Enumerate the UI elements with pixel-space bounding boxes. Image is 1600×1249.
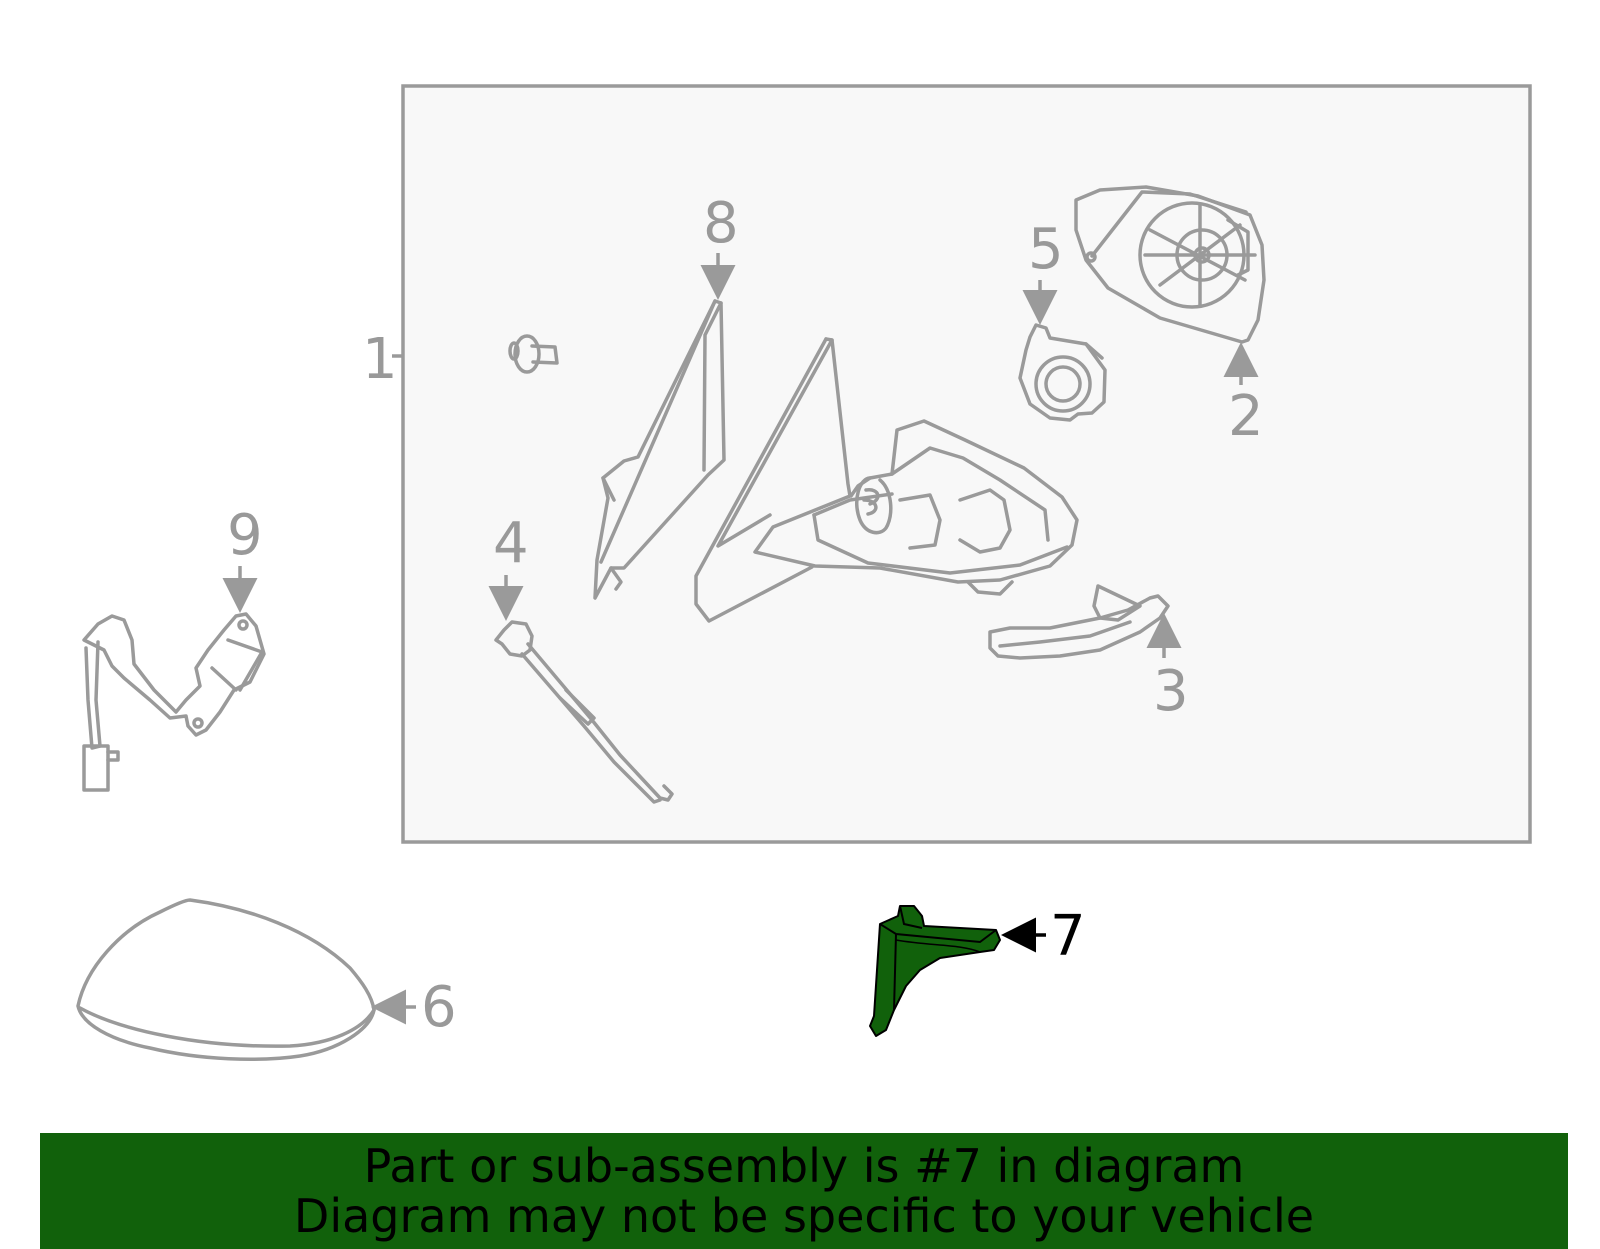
callout-1-label: 1 [362,327,398,392]
callout-3[interactable]: 3 [1146,613,1189,724]
callout-8[interactable]: 8 [700,191,739,300]
part-7-bracket-highlighted[interactable] [869,905,1001,1037]
callout-8-label: 8 [703,191,739,256]
part-2-mirror-glass [1074,185,1266,344]
mirror-housing [694,337,1079,623]
callout-4[interactable]: 4 [488,511,529,621]
callout-2[interactable]: 2 [1223,342,1264,449]
callout-6-label: 6 [421,975,457,1040]
part-5-motor [1018,323,1107,422]
part-9-harness [82,612,266,792]
callout-2-label: 2 [1228,384,1264,449]
part-4-cable [494,620,674,804]
screw-part [508,334,559,374]
callout-4-label: 4 [493,511,529,576]
callout-3-label: 3 [1153,659,1189,724]
callout-9[interactable]: 9 [222,503,263,613]
banner-line-1: Part or sub-assembly is #7 in diagram [363,1139,1245,1193]
callout-7[interactable]: 7 [1001,904,1086,969]
part-6-mirror-cover [76,898,376,1062]
part-3-turn-signal [988,584,1170,660]
callout-9-label: 9 [227,503,263,568]
assembly-box [401,84,1532,844]
callout-1[interactable]: 1 [362,327,404,392]
part-8-mirror-backing [593,299,726,600]
banner-line-2: Diagram may not be specific to your vehi… [293,1189,1315,1243]
callout-7-label: 7 [1050,904,1086,969]
callout-5[interactable]: 5 [1022,217,1064,325]
callout-6[interactable]: 6 [371,975,457,1040]
info-banner: Part or sub-assembly is #7 in diagram Di… [40,1133,1568,1249]
callout-5-label: 5 [1028,217,1064,282]
